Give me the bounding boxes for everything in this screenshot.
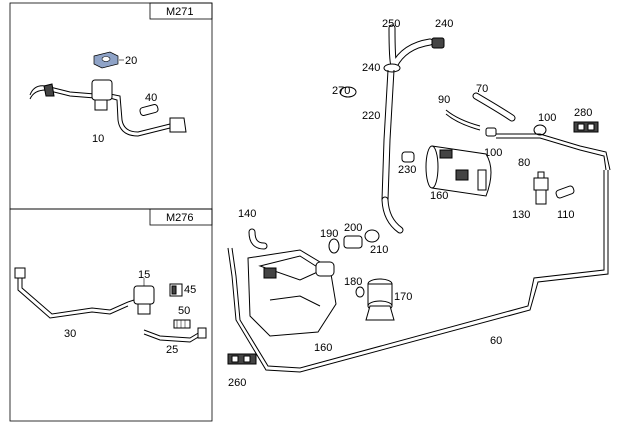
part-240-lower[interactable] (383, 63, 401, 73)
callout-190: 190 (320, 228, 338, 240)
part-70[interactable] (472, 92, 516, 122)
callout-40: 40 (145, 92, 157, 104)
callout-270: 270 (332, 85, 350, 97)
part-60[interactable] (227, 170, 609, 373)
callout-250: 250 (382, 18, 400, 30)
part-100-left[interactable] (485, 127, 497, 137)
callout-230: 230 (398, 164, 416, 176)
part-30[interactable] (14, 267, 129, 319)
callout-180: 180 (344, 276, 362, 288)
callout-20: 20 (125, 55, 137, 67)
part-240-upper[interactable] (431, 37, 445, 49)
callout-140: 140 (238, 208, 256, 220)
callout-260: 260 (228, 377, 246, 389)
part-10[interactable] (29, 79, 187, 137)
part-210[interactable] (364, 229, 380, 243)
part-100-right[interactable] (533, 124, 547, 136)
main-assembly: 250 240 240 270 220 230 (227, 18, 611, 389)
callout-160-tank: 160 (314, 342, 332, 354)
part-160-tank[interactable] (247, 249, 337, 337)
callout-130: 130 (512, 209, 530, 221)
panel-m271: M271 20 10 40 (9, 2, 213, 210)
panel-m276: M276 30 15 45 50 (9, 208, 213, 422)
part-45[interactable] (169, 283, 183, 297)
part-220[interactable] (381, 69, 404, 234)
callout-70: 70 (476, 83, 488, 95)
callout-210: 210 (370, 244, 388, 256)
part-20[interactable] (93, 51, 119, 69)
part-270[interactable] (339, 86, 357, 98)
part-110[interactable] (555, 185, 575, 199)
part-200[interactable] (343, 235, 363, 249)
callout-30: 30 (64, 328, 76, 340)
part-140[interactable] (248, 228, 268, 250)
callout-100-right: 100 (538, 112, 556, 124)
callout-100-left: 100 (484, 147, 502, 159)
callout-80: 80 (518, 157, 530, 169)
callout-240-lower: 240 (362, 62, 380, 74)
part-230[interactable] (401, 151, 415, 163)
part-170[interactable] (365, 278, 395, 321)
part-80[interactable] (496, 133, 611, 171)
part-280[interactable] (573, 121, 599, 133)
callout-10: 10 (92, 133, 104, 145)
callout-170: 170 (394, 291, 412, 303)
panel-m276-label: M276 (166, 212, 194, 224)
callout-160-canister: 160 (430, 190, 448, 202)
part-15[interactable] (127, 285, 155, 315)
callout-110: 110 (557, 209, 575, 221)
callout-50: 50 (178, 305, 190, 317)
callout-45: 45 (184, 284, 196, 296)
callout-200: 200 (344, 222, 362, 234)
callout-25: 25 (166, 344, 178, 356)
part-25[interactable] (143, 327, 207, 343)
part-190[interactable] (328, 238, 340, 254)
part-180[interactable] (355, 286, 365, 298)
part-90[interactable] (445, 109, 481, 131)
callout-15: 15 (138, 269, 150, 281)
callout-60: 60 (490, 335, 502, 347)
callout-280: 280 (574, 107, 592, 119)
part-260[interactable] (227, 353, 257, 365)
callout-240-upper: 240 (435, 18, 453, 30)
part-50[interactable] (173, 319, 191, 329)
callout-220: 220 (362, 110, 380, 122)
part-40[interactable] (139, 103, 159, 117)
part-160-canister[interactable] (425, 145, 492, 197)
part-250[interactable] (388, 24, 434, 70)
panel-m271-label: M271 (166, 6, 194, 18)
callout-90: 90 (438, 94, 450, 106)
part-130[interactable] (533, 171, 549, 205)
